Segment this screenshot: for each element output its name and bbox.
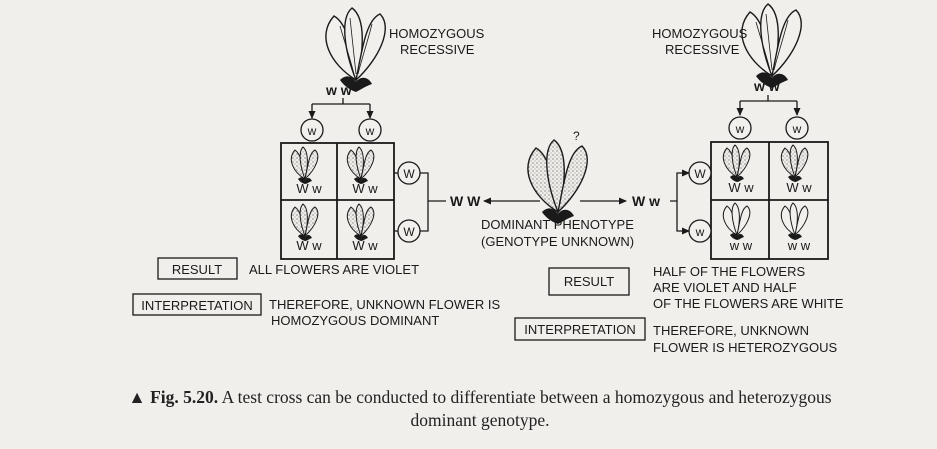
right-side-arrows-icon [670,169,690,235]
right-gamete-side-2: w [688,219,712,243]
left-gamete-top-1: w [300,118,324,142]
svg-text:RESULT: RESULT [564,274,614,289]
svg-text:w: w [307,124,317,138]
left-side-arrows-icon [394,172,446,232]
svg-text:INTERPRETATION: INTERPRETATION [141,298,252,313]
left-gamete-side-1: W [397,161,421,185]
right-result-line2: ARE VIOLET AND HALF [653,280,797,295]
center-label-line2: (GENOTYPE UNKNOWN) [481,234,634,249]
left-offspring-genotype: W w [352,238,378,253]
right-gamete-top-1: w [728,116,752,140]
svg-text:INTERPRETATION: INTERPRETATION [524,322,635,337]
right-offspring-recessive: w w [729,238,753,253]
right-result-line1: HALF OF THE FLOWERS [653,264,805,279]
left-gamete-top-2: w [358,118,382,142]
left-parent-label-line2: RECESSIVE [400,42,475,57]
right-gamete-side-1: W [688,161,712,185]
right-parent-label-line2: RECESSIVE [665,42,740,57]
right-interpretation-line2: FLOWER IS HETEROZYGOUS [653,340,838,355]
right-parent-flower-icon [741,3,802,89]
right-offspring-dominant: W w [786,180,812,195]
left-parent-genotype: w w [325,82,352,98]
left-interpretation-line1: THEREFORE, UNKNOWN FLOWER IS [269,297,500,312]
svg-text:w: w [792,122,802,136]
left-parent-label-line1: HOMOZYGOUS [389,26,485,41]
right-parent-genotype: w w [753,78,780,94]
left-interpretation-line2: HOMOZYGOUS DOMINANT [271,313,439,328]
right-parent-label-line1: HOMOZYGOUS [652,26,748,41]
left-offspring-genotype: W w [296,238,322,253]
right-violet-offspring-flower-icon [722,144,809,183]
center-right-genotype: W w [632,193,660,209]
test-cross-diagram: HOMOZYGOUS RECESSIVE w w w w W w W w W w… [132,3,844,355]
center-question-mark: ? [573,129,580,143]
triangle-marker-icon: ▲ [128,387,146,407]
caption-text-line1: A test cross can be conducted to differe… [221,387,832,407]
caption-text-line2: dominant genotype. [410,410,550,430]
left-punnett-square [280,142,395,260]
right-white-offspring-flower-icon [722,202,809,241]
unknown-flower-icon [527,139,588,225]
caption-fig-label: Fig. 5.20. [150,387,219,407]
center-label-line1: DOMINANT PHENOTYPE [481,217,634,232]
left-gamete-side-2: W [397,219,421,243]
left-result-text: ALL FLOWERS ARE VIOLET [249,262,419,277]
left-offspring-genotype: W w [296,181,322,196]
svg-text:w: w [735,122,745,136]
caption-line1: ▲ Fig. 5.20. A test cross can be conduct… [30,386,930,409]
left-parent-flower-icon [325,7,386,93]
right-interpretation-line1: THEREFORE, UNKNOWN [653,323,809,338]
svg-text:w: w [695,225,705,239]
right-interpretation-box: INTERPRETATION [514,317,646,341]
right-gamete-arrows-icon [736,95,801,116]
right-result-box: RESULT [548,267,630,296]
right-gamete-top-2: w [785,116,809,140]
left-gamete-arrows-icon [308,98,374,119]
svg-text:W: W [694,167,706,181]
right-result-line3: OF THE FLOWERS ARE WHITE [653,296,844,311]
svg-text:W: W [403,225,415,239]
svg-text:RESULT: RESULT [172,262,222,277]
svg-text:w: w [365,124,375,138]
center-left-genotype: W W [450,193,481,209]
left-result-box: RESULT [157,257,238,280]
right-offspring-recessive: w w [787,238,811,253]
figure-caption: ▲ Fig. 5.20. A test cross can be conduct… [30,386,930,432]
svg-text:W: W [403,167,415,181]
right-offspring-dominant: W w [728,180,754,195]
right-punnett-square [710,141,829,260]
left-interpretation-box: INTERPRETATION [132,293,262,316]
left-offspring-genotype: W w [352,181,378,196]
